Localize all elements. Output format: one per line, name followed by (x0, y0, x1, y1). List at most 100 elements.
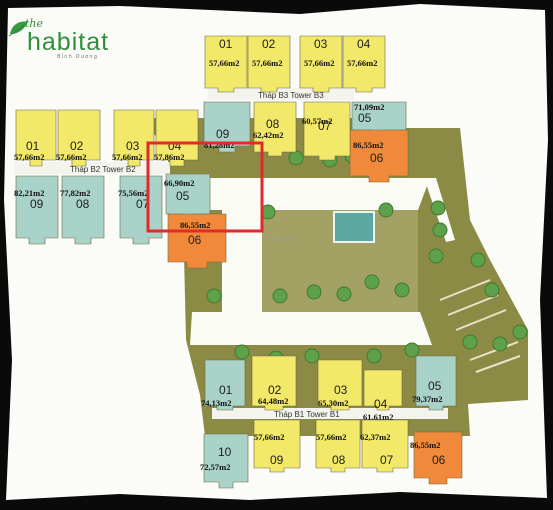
tree-icon (470, 252, 486, 268)
tower-b1-corridor (212, 408, 448, 419)
unit-block[interactable] (155, 109, 199, 167)
unit-block[interactable] (251, 355, 297, 411)
unit-area: 57,66m2 (112, 152, 142, 162)
unit-area: 86,55m2 (180, 220, 210, 230)
unit-number: 04 (374, 397, 388, 411)
unit-area: 86,55m2 (353, 140, 383, 150)
unit-block[interactable] (204, 35, 248, 93)
tree-icon (462, 334, 478, 350)
unit-block[interactable] (15, 109, 57, 167)
unit-area: 61,61m2 (363, 412, 393, 422)
unit-number: 02 (262, 37, 276, 51)
unit-block[interactable] (15, 175, 59, 245)
leaf-icon (10, 21, 28, 34)
unit-block[interactable] (303, 101, 351, 161)
unit-number: 05 (176, 189, 190, 203)
unit-number: 07 (136, 197, 150, 211)
unit-block[interactable] (363, 369, 403, 411)
unit-area: 66,90m2 (164, 178, 194, 188)
unit-number: 09 (270, 453, 284, 467)
unit-number: 09 (216, 127, 230, 141)
unit-area: 71,09m2 (354, 102, 384, 112)
tree-icon (366, 348, 382, 364)
unit-number: 03 (334, 383, 348, 397)
unit-block[interactable] (204, 359, 246, 411)
unit-number: 05 (358, 111, 372, 125)
unit-block[interactable] (317, 359, 363, 411)
tower-b1-label: Tháp B1 Tower B1 (274, 410, 340, 419)
unit-block[interactable] (203, 101, 251, 153)
unit-number: 06 (370, 151, 384, 165)
unit-area: 57,66m2 (347, 58, 377, 68)
unit-block[interactable] (253, 419, 301, 473)
unit-number: 02 (70, 139, 84, 153)
tree-icon (272, 288, 288, 304)
unit-b3-04[interactable]: 04 57,66m2 (342, 35, 386, 93)
unit-area: 62,42m2 (253, 130, 283, 140)
unit-block[interactable] (247, 35, 291, 93)
unit-area: 79,37m2 (412, 394, 442, 404)
unit-area: 72,57m2 (200, 462, 230, 472)
tree-icon (432, 222, 448, 238)
unit-block[interactable] (361, 419, 409, 473)
unit-number: 01 (219, 383, 233, 397)
unit-area: 57,66m2 (316, 432, 346, 442)
unit-block[interactable] (349, 129, 409, 183)
unit-number: 01 (26, 139, 40, 153)
unit-block[interactable] (413, 431, 463, 485)
unit-area: 57,66m2 (209, 58, 239, 68)
unit-area: 57,66m2 (56, 152, 86, 162)
swimming-pool (333, 211, 375, 243)
unit-block[interactable] (253, 101, 297, 157)
unit-block[interactable] (61, 175, 105, 245)
tree-icon (288, 150, 304, 166)
unit-block[interactable] (119, 175, 163, 245)
unit-block[interactable] (342, 35, 386, 93)
logo-the: the (25, 17, 44, 30)
unit-block[interactable] (113, 109, 155, 167)
unit-block[interactable] (299, 35, 343, 93)
unit-area: 62,37m2 (360, 432, 390, 442)
unit-block[interactable] (203, 433, 249, 489)
unit-b1-09[interactable]: 09 57,66m2 (253, 419, 301, 473)
unit-block[interactable] (315, 419, 361, 473)
tower-b2-label: Tháp B2 Tower B2 (70, 165, 136, 174)
unit-number: 03 (126, 139, 140, 153)
unit-number: 07 (380, 453, 394, 467)
unit-area: 60,57m2 (302, 116, 332, 126)
unit-b1-07[interactable]: 07 62,37m2 (360, 419, 409, 473)
unit-number: 07 (318, 119, 332, 133)
unit-block[interactable] (415, 355, 457, 411)
unit-number: 04 (357, 37, 371, 51)
unit-number: 08 (266, 117, 280, 131)
unit-number: 05 (428, 379, 442, 393)
unit-area: 57,66m2 (254, 432, 284, 442)
unit-block[interactable] (57, 109, 101, 167)
unit-number: 02 (268, 383, 282, 397)
